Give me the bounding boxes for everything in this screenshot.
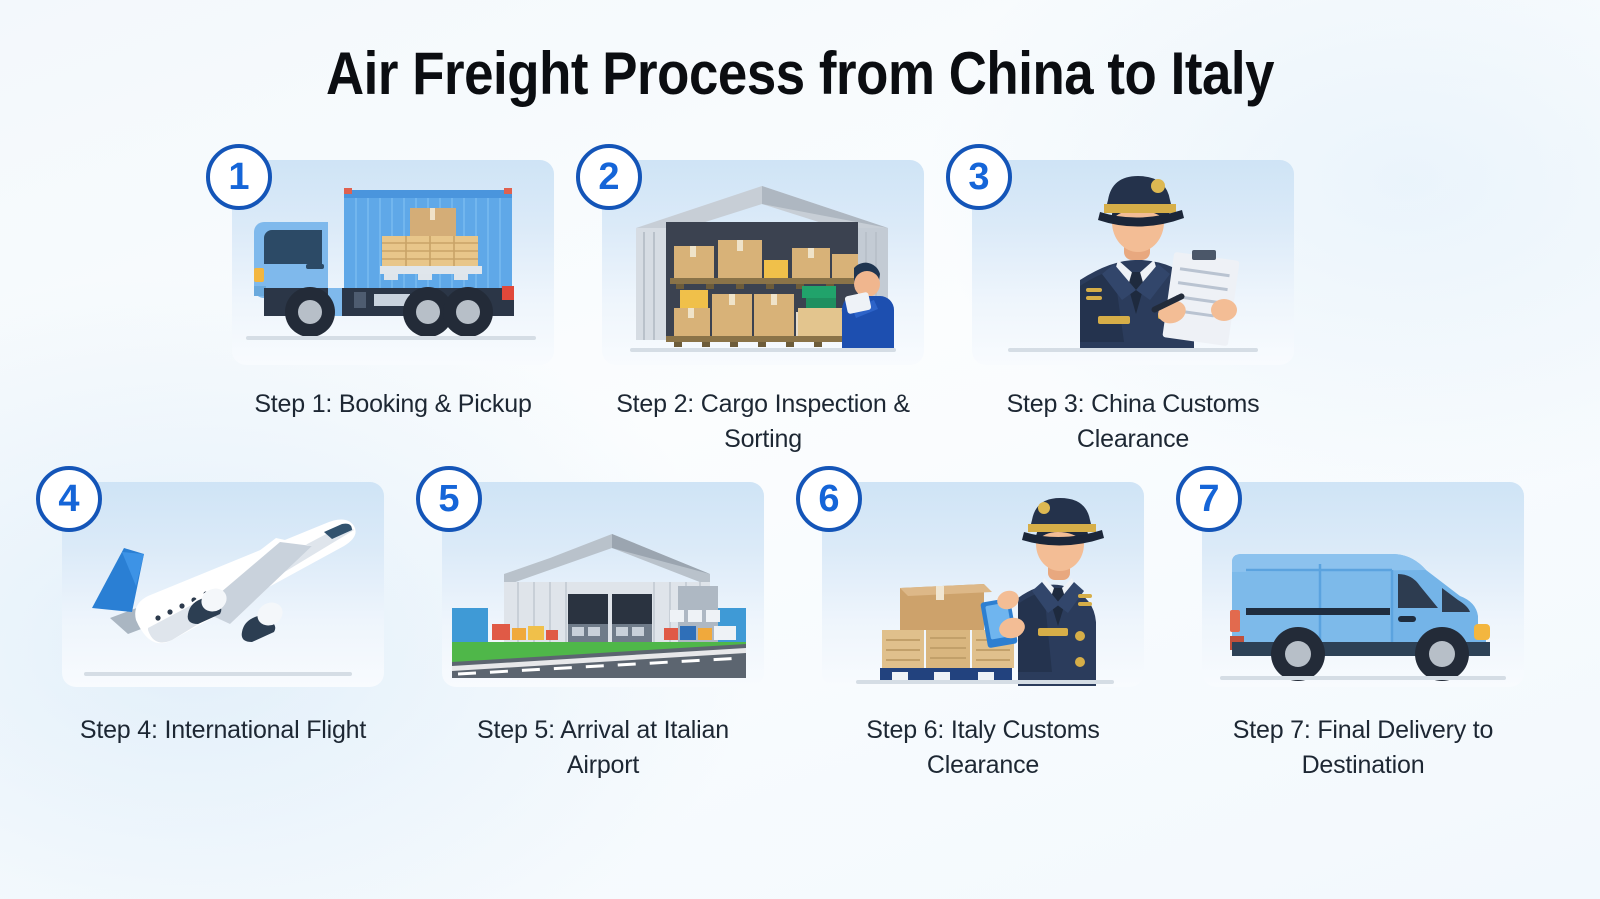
step-card-5[interactable]: 5 xyxy=(416,466,764,783)
delivery-truck-icon xyxy=(246,188,536,340)
step-4-caption: Step 4: International Flight xyxy=(79,716,367,744)
steps-row-bottom: 4 xyxy=(36,466,1562,783)
page-title: Air Freight Process from China to Italy xyxy=(325,40,1275,107)
step-card-4[interactable]: 4 xyxy=(36,466,384,783)
step-4-number-badge: 4 xyxy=(36,466,102,532)
step-card-7[interactable]: 7 xyxy=(1176,466,1524,783)
airport-terminal-icon xyxy=(452,534,746,678)
step-1-number-badge: 1 xyxy=(206,144,272,210)
step-7-illustration-card: 7 xyxy=(1176,466,1524,687)
step-1-caption: Step 1: Booking & Pickup xyxy=(254,390,532,418)
warehouse-icon xyxy=(630,186,896,352)
customs-officer-clipboard-icon xyxy=(1008,176,1258,352)
step-3-illustration-card: 3 xyxy=(946,144,1294,365)
step-6-illustration-card: 6 xyxy=(796,466,1144,687)
step-card-1[interactable]: 1 xyxy=(206,144,554,457)
step-5-number-badge: 5 xyxy=(416,466,482,532)
customs-officer-tablet-icon xyxy=(856,498,1114,686)
step-5-caption: Step 5: Arrival at Italian Airport xyxy=(477,716,729,779)
step-card-3[interactable]: 3 xyxy=(946,144,1294,457)
airplane-icon xyxy=(84,519,356,676)
step-2-number-badge: 2 xyxy=(576,144,642,210)
step-5-illustration-card: 5 xyxy=(416,466,764,687)
step-2-illustration-card: 2 xyxy=(576,144,924,365)
step-3-number-badge: 3 xyxy=(946,144,1012,210)
step-6-number-badge: 6 xyxy=(796,466,862,532)
step-3-caption: Step 3: China Customs Clearance xyxy=(1006,390,1260,453)
steps-row-top: 1 xyxy=(206,144,1372,457)
delivery-van-icon xyxy=(1220,554,1506,681)
step-1-illustration-card: 1 xyxy=(206,144,554,365)
step-card-2[interactable]: 2 xyxy=(576,144,924,457)
step-7-caption: Step 7: Final Delivery to Destination xyxy=(1232,716,1494,779)
step-7-number-badge: 7 xyxy=(1176,466,1242,532)
step-6-caption: Step 6: Italy Customs Clearance xyxy=(866,716,1100,779)
step-2-caption: Step 2: Cargo Inspection & Sorting xyxy=(616,390,910,453)
step-card-6[interactable]: 6 xyxy=(796,466,1144,783)
step-4-illustration-card: 4 xyxy=(36,466,384,687)
